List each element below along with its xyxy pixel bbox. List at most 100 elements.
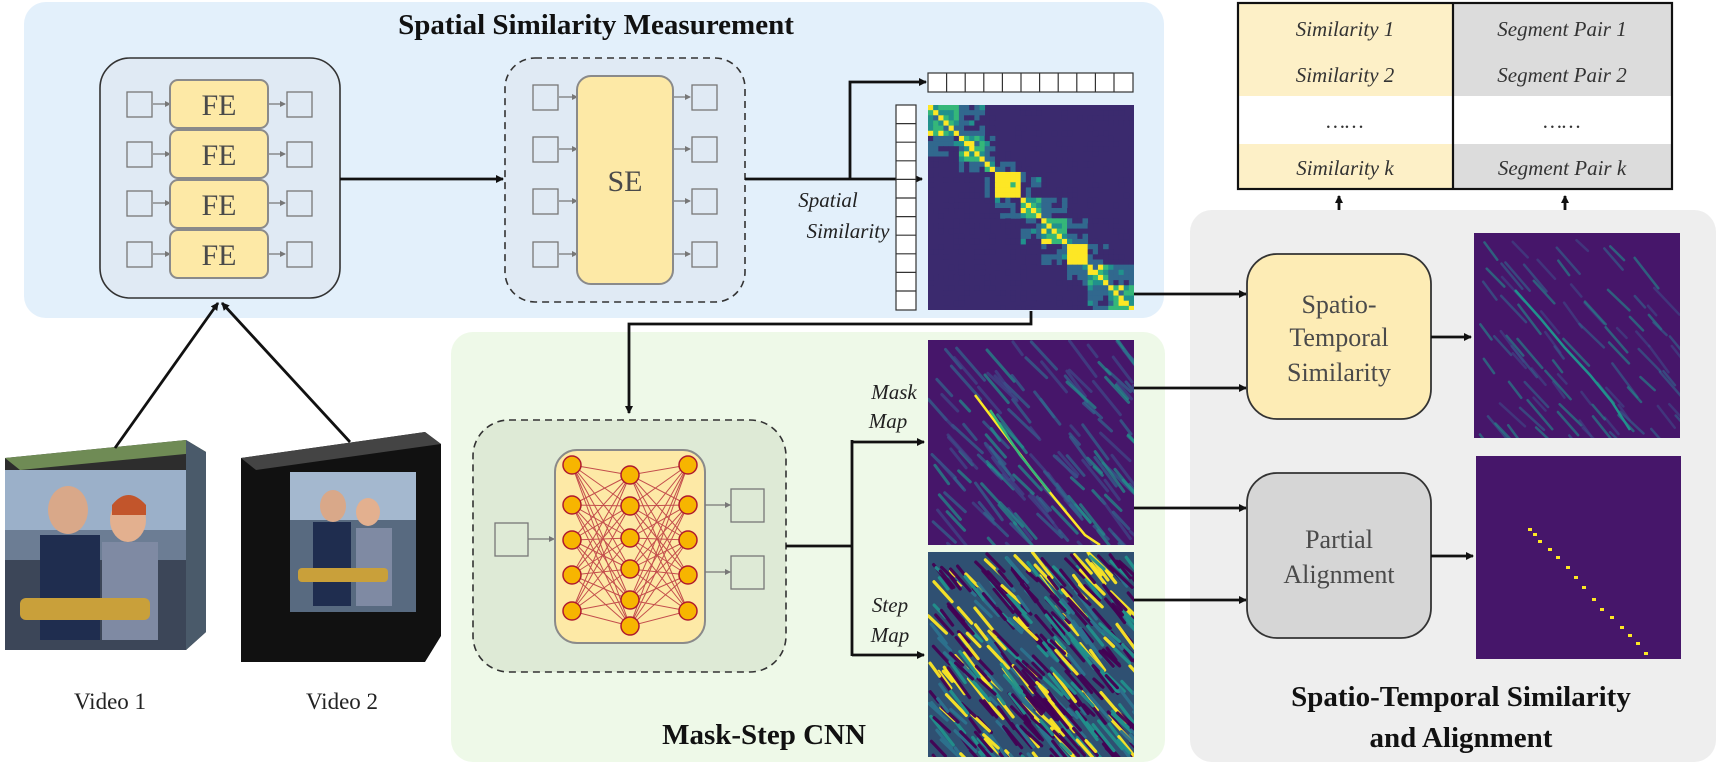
heatmap-cell xyxy=(969,192,975,199)
heatmap-cell xyxy=(1046,166,1052,173)
spatiotemporal-similarity-module: Spatio- Temporal Similarity xyxy=(1246,253,1432,420)
heatmap-streak xyxy=(1082,401,1096,415)
heatmap-cell xyxy=(1020,233,1027,240)
heatmap-streak xyxy=(984,443,1002,466)
heatmap-streak xyxy=(1081,423,1110,461)
heatmap-streak xyxy=(1023,721,1042,740)
heatmap-streak xyxy=(1504,261,1531,292)
nn-edge xyxy=(571,464,631,507)
heatmap-cell xyxy=(964,177,970,183)
heatmap-cell xyxy=(1128,259,1134,266)
heatmap-cell xyxy=(969,146,975,152)
heatmap-cell xyxy=(1072,161,1078,168)
heatmap-cell xyxy=(948,125,955,132)
heatmap-streak xyxy=(983,373,1010,405)
nn-edge xyxy=(629,599,689,612)
heatmap-streak xyxy=(1040,556,1067,587)
heatmap-streak xyxy=(1084,739,1098,753)
heatmap-cell xyxy=(1041,208,1047,214)
heatmap-cell xyxy=(1061,223,1068,229)
heatmap-streak xyxy=(942,415,956,430)
heatmap-streak xyxy=(1069,435,1093,467)
heatmap-cell xyxy=(1046,223,1052,229)
heatmap-streak xyxy=(1011,398,1032,424)
nn-edge xyxy=(629,539,689,627)
heatmap-cell xyxy=(1005,166,1011,173)
heatmap-streak xyxy=(957,633,980,661)
heatmap-streak xyxy=(949,447,968,470)
heatmap-cell xyxy=(1005,151,1011,157)
heatmap-cell xyxy=(1010,202,1016,209)
nn-edge xyxy=(571,574,631,601)
nn-neuron xyxy=(562,495,582,515)
heatmap-streak xyxy=(990,456,1011,482)
heatmap-cell xyxy=(1056,280,1063,286)
heatmap-streak xyxy=(1092,607,1112,630)
heatmap-cell xyxy=(943,125,949,132)
heatmap-cell xyxy=(938,105,944,111)
heatmap-streak xyxy=(1591,403,1606,421)
nn-edge xyxy=(571,474,631,541)
heatmap-streak xyxy=(1122,349,1134,363)
heatmap-streak xyxy=(949,364,983,401)
heatmap-cell xyxy=(1036,182,1042,188)
heatmap-streak xyxy=(1120,679,1134,695)
heatmap-streak xyxy=(1083,400,1104,420)
heatmap-streak xyxy=(1081,458,1110,493)
heatmap-cell xyxy=(1128,285,1134,291)
heatmap-streak xyxy=(986,536,997,545)
heatmap-cell xyxy=(1031,208,1037,214)
table-input-arrows xyxy=(1335,195,1569,210)
heatmap-streak xyxy=(1113,647,1132,665)
heatmap-cell xyxy=(1072,269,1078,276)
heatmap-cell xyxy=(1056,208,1063,214)
heatmap-streak xyxy=(1016,594,1031,613)
heatmap-streak xyxy=(1101,649,1122,668)
heatmap-cell xyxy=(1077,244,1083,250)
heatmap-cell xyxy=(1051,259,1058,266)
heatmap-cell xyxy=(964,208,970,214)
heatmap-cell xyxy=(1077,254,1083,260)
maskstep-panel-title: Mask-Step CNN xyxy=(662,719,866,751)
heatmap-cell xyxy=(953,244,960,250)
heatmap-cell xyxy=(938,130,944,137)
heatmap-cell xyxy=(1046,233,1052,240)
video-1-label: Video 1 xyxy=(74,689,146,714)
heatmap-cell xyxy=(979,135,986,142)
heatmap-streak xyxy=(1035,680,1049,694)
heatmap-streak xyxy=(1544,369,1572,401)
heatmap-cell xyxy=(1025,192,1032,199)
heatmap-streak xyxy=(1608,431,1618,438)
heatmap-cell xyxy=(984,187,991,193)
heatmap-cell xyxy=(1056,202,1063,209)
heatmap-streak xyxy=(976,670,993,690)
heatmap-cell xyxy=(989,166,996,173)
heatmap-cell xyxy=(1087,269,1094,276)
heatmap-streak xyxy=(1031,654,1054,677)
heatmap-streak xyxy=(1500,262,1524,291)
heatmap-cell xyxy=(974,115,980,121)
heatmap-cell xyxy=(1046,213,1052,219)
heatmap-cell xyxy=(1087,223,1094,229)
heatmap-cell xyxy=(948,115,955,121)
heatmap-cell xyxy=(933,141,939,147)
heatmap-streak xyxy=(1637,347,1662,373)
heatmap-streak xyxy=(1017,464,1043,492)
heatmap-streak xyxy=(931,520,957,544)
heatmap-streak xyxy=(1115,622,1134,651)
heatmap-cell xyxy=(969,115,975,121)
nn-neuron xyxy=(678,601,698,621)
heatmap-cell xyxy=(933,223,939,229)
spatiotemporal-similarity-heatmap xyxy=(1474,233,1680,438)
heatmap-streak xyxy=(954,661,975,681)
heatmap-cell xyxy=(1092,264,1099,271)
heatmap-streak xyxy=(989,734,1009,757)
heatmap-cell xyxy=(953,146,960,152)
heatmap-cell xyxy=(928,105,934,111)
heatmap-streak xyxy=(1539,310,1561,335)
heatmap-streak xyxy=(958,649,981,679)
heatmap-cell xyxy=(1103,305,1109,310)
heatmap-cell xyxy=(1077,259,1083,266)
heatmap-cell xyxy=(1025,259,1032,266)
video-2-thumbnail xyxy=(241,432,441,662)
